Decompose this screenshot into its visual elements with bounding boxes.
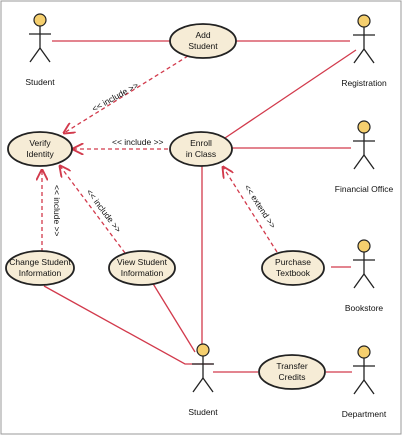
actor-student-top-label: Student [25, 77, 55, 87]
use-case-view-student-information-line1: View Student [117, 257, 168, 267]
assoc-view-student [151, 281, 196, 353]
assoc-change-student [43, 285, 213, 365]
include-view-verify-line [60, 166, 126, 254]
dependency-lines [42, 55, 278, 254]
use-case-enroll-in-class-line1: Enroll [190, 138, 212, 148]
actor-student-top-icon [29, 13, 51, 63]
actor-student-bottom-icon [192, 343, 214, 393]
use-case-enroll-in-class-line2: in Class [186, 149, 216, 159]
use-case-change-student-information-line1: Change Student [9, 257, 71, 267]
use-case-purchase-textbook-line2: Textbook [276, 268, 311, 278]
actor-student-bottom-label: Student [188, 407, 218, 417]
use-case-transfer-credits-line2: Credits [279, 372, 306, 382]
actor-registration-icon [353, 14, 375, 64]
use-case-view-student-information[interactable]: View Student Information [108, 250, 176, 286]
use-case-verify-identity[interactable]: Verify Identity [7, 131, 73, 167]
use-case-transfer-credits[interactable]: Transfer Credits [258, 354, 326, 390]
association-lines [43, 40, 357, 373]
use-case-verify-identity-line1: Verify [29, 138, 51, 148]
use-case-enroll-in-class[interactable]: Enroll in Class [169, 131, 233, 167]
use-case-change-student-information[interactable]: Change Student Information [5, 250, 75, 286]
use-case-view-student-information-line2: Information [121, 268, 164, 278]
actors [29, 13, 375, 395]
include-change-verify-label: << include >> [52, 185, 62, 237]
use-case-add-student[interactable]: Add Student [169, 23, 237, 59]
include-enroll-verify-label: << include >> [112, 137, 164, 147]
extend-purchase-enroll-label: << extend >> [242, 183, 278, 230]
use-case-add-student-line1: Add [195, 30, 210, 40]
actor-bookstore-label: Bookstore [345, 303, 384, 313]
include-add-verify-line [64, 55, 189, 133]
use-case-transfer-credits-line1: Transfer [276, 361, 308, 371]
use-case-add-student-line2: Student [188, 41, 218, 51]
extend-purchase-enroll-line [223, 167, 278, 253]
use-case-purchase-textbook-line1: Purchase [275, 257, 311, 267]
use-case-change-student-information-line2: Information [19, 268, 62, 278]
include-add-verify-label: << include >> [90, 80, 140, 114]
include-view-verify-label: << include >> [84, 187, 123, 234]
actor-department-label: Department [342, 409, 387, 419]
assoc-enroll-registration [221, 49, 357, 141]
actor-department-icon [353, 345, 375, 395]
actor-bookstore-icon [353, 239, 375, 289]
use-case-purchase-textbook[interactable]: Purchase Textbook [261, 250, 325, 286]
actor-registration-label: Registration [341, 78, 387, 88]
actor-financial-office-icon [353, 120, 375, 170]
use-case-verify-identity-line2: Identity [26, 149, 54, 159]
actor-financial-office-label: Financial Office [335, 184, 394, 194]
